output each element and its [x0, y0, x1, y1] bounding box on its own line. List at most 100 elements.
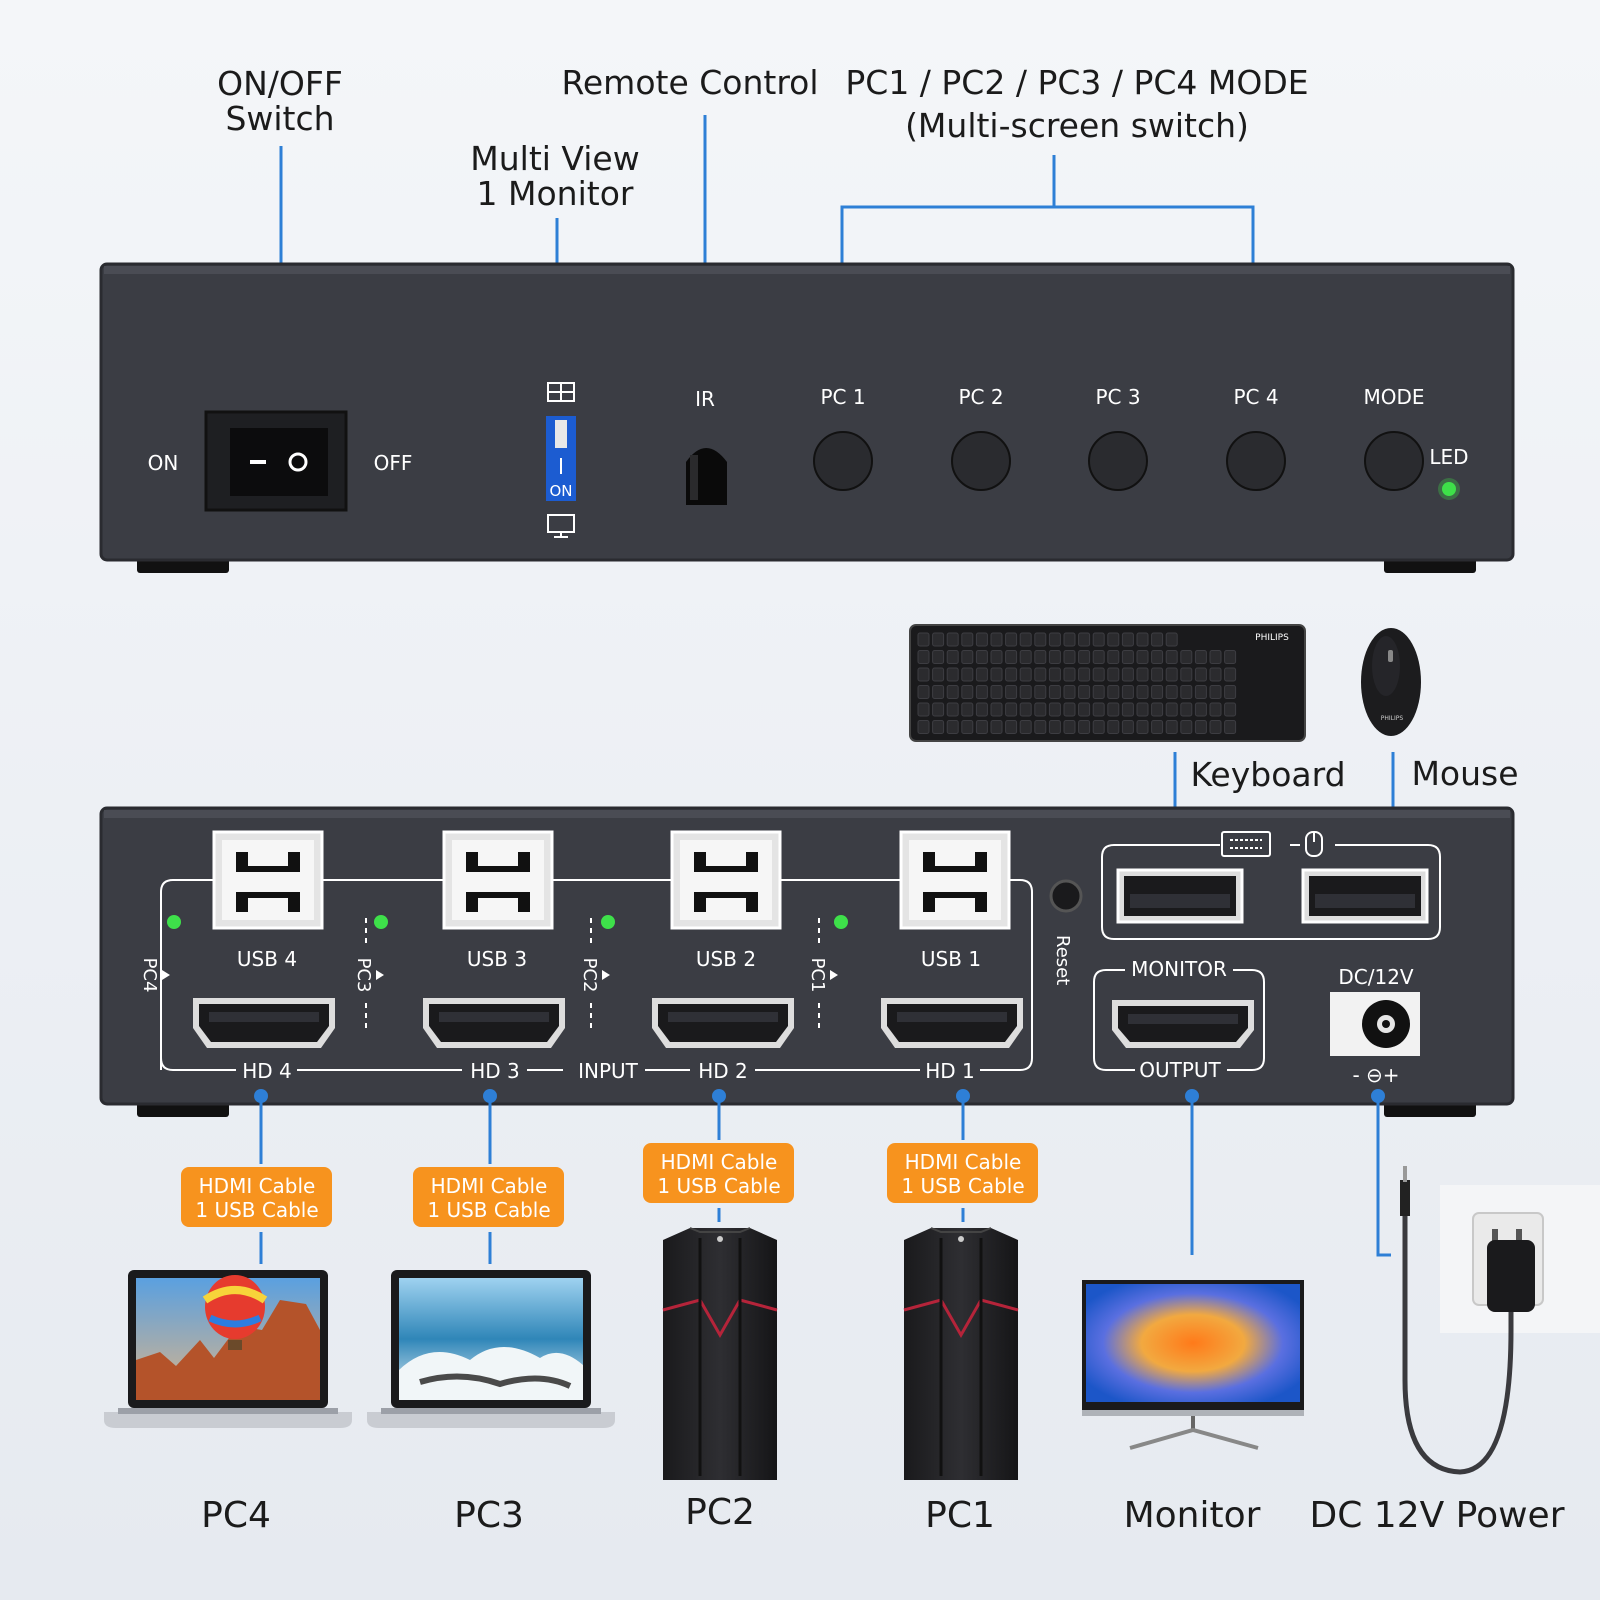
mouse-brand: PHILIPS: [1381, 715, 1404, 722]
monitor-label: MONITOR: [1131, 957, 1227, 981]
led-label: LED: [1429, 445, 1468, 469]
mode-callout-line1: PC1 / PC2 / PC3 / PC4 MODE: [845, 63, 1308, 102]
usb1-label: USB 1: [921, 947, 981, 971]
hd4-label: HD 4: [242, 1059, 292, 1083]
hd2-port[interactable]: [652, 998, 794, 1048]
connection-lines: [259, 1096, 1391, 1264]
switch-off-mark: [288, 452, 308, 472]
keyboard: PHILIPS: [909, 624, 1306, 742]
cable-badge-pc4: HDMI Cable 1 USB Cable: [181, 1167, 332, 1227]
keyboard-brand: PHILIPS: [1255, 633, 1289, 643]
single-monitor-icon: [547, 514, 575, 538]
reset-button[interactable]: [1049, 879, 1083, 913]
input-frame: [160, 879, 1033, 1071]
laptop-pc3: [367, 1270, 615, 1428]
keyboard-keys: [917, 632, 1237, 734]
device-label-pc4: PC4: [201, 1495, 271, 1536]
output-frame: [1093, 969, 1265, 1071]
callouts: ON/OFF Switch Multi View 1 Monitor Remot…: [217, 63, 1308, 213]
usb-a-frame: [1101, 844, 1441, 940]
device-label-monitor: Monitor: [1124, 1495, 1261, 1536]
monitor-screen: [1086, 1284, 1300, 1402]
button-label-pc4: PC 4: [1233, 385, 1278, 409]
pc3-button[interactable]: [1088, 431, 1148, 491]
hd4-port[interactable]: [193, 998, 335, 1048]
front-led: [1442, 482, 1456, 496]
usb-labels: USB 4 USB 3 USB 2 USB 1: [237, 947, 981, 971]
monitor-device: [1082, 1280, 1304, 1450]
usb-b-ports: [212, 830, 1011, 930]
hdmi-output-port[interactable]: [1112, 1000, 1254, 1048]
multiview-callout-line1: Multi View: [470, 139, 639, 178]
device-labels: PC4 PC3 PC2 PC1 Monitor DC 12V Power: [201, 1492, 1565, 1536]
button-label-pc2: PC 2: [958, 385, 1003, 409]
hd2-label: HD 2: [698, 1059, 748, 1083]
cable-badge-pc1-line2: 1 USB Cable: [901, 1174, 1024, 1198]
dc-power-jack[interactable]: [1330, 992, 1420, 1056]
ir-label: IR: [695, 387, 715, 411]
dip-switch[interactable]: ON: [546, 416, 576, 501]
multiview-callout-line2: 1 Monitor: [477, 174, 634, 213]
cable-badge-pc3: HDMI Cable 1 USB Cable: [413, 1167, 564, 1227]
side-label-pc2: PC2: [579, 958, 600, 993]
button-label-pc3: PC 3: [1095, 385, 1140, 409]
on-label: ON: [148, 451, 179, 475]
mouse-callout: Mouse: [1411, 754, 1518, 793]
dip-on-label: ON: [549, 482, 572, 500]
side-label-pc4: PC4: [139, 958, 160, 993]
onoff-callout-line2: Switch: [225, 99, 334, 138]
device-label-pc3: PC3: [454, 1495, 524, 1536]
multiview-icon: [547, 382, 575, 402]
mouse-usb-a-port[interactable]: [1301, 868, 1429, 924]
front-panel: ON OFF ON IR PC 1 PC 2 PC 3: [99, 262, 1515, 573]
usb3-port[interactable]: [442, 830, 554, 930]
device-label-dc-power: DC 12V Power: [1309, 1495, 1564, 1536]
tower-pc1: [903, 1227, 1019, 1480]
reset-label: Reset: [1052, 935, 1073, 985]
usb4-port[interactable]: [212, 830, 324, 930]
device-label-pc2: PC2: [685, 1492, 755, 1533]
mouse-port-icon: [1305, 831, 1323, 857]
port-leds: [167, 915, 848, 929]
usb2-port[interactable]: [670, 830, 782, 930]
keyboard-usb-a-port[interactable]: [1116, 868, 1244, 924]
usb1-port[interactable]: [899, 830, 1011, 930]
pc2-button[interactable]: [951, 431, 1011, 491]
keyboard-port-icon: [1221, 831, 1271, 857]
pc1-button[interactable]: [813, 431, 873, 491]
power-adapter: [1400, 1166, 1600, 1475]
side-label-pc1: PC1: [807, 958, 828, 993]
cable-badge-pc3-line2: 1 USB Cable: [427, 1198, 550, 1222]
mouse-wheel: [1388, 650, 1393, 662]
cable-badge-pc2: HDMI Cable 1 USB Cable: [643, 1143, 794, 1203]
cable-badge-pc1-line1: HDMI Cable: [905, 1150, 1022, 1174]
usb4-label: USB 4: [237, 947, 297, 971]
mode-button[interactable]: [1364, 431, 1424, 491]
cable-badge-pc2-line2: 1 USB Cable: [657, 1174, 780, 1198]
device-label-pc1: PC1: [925, 1495, 995, 1536]
polarity-symbol: - ⊖+: [1352, 1063, 1399, 1087]
hd3-port[interactable]: [423, 998, 565, 1048]
off-label: OFF: [374, 451, 413, 475]
output-label: OUTPUT: [1139, 1058, 1221, 1082]
pc-side-labels: PC4 PC3 PC2 PC1: [139, 958, 828, 993]
front-buttons: [813, 431, 1424, 491]
side-label-pc3: PC3: [353, 958, 374, 993]
hd1-port[interactable]: [881, 998, 1023, 1048]
pc4-button[interactable]: [1226, 431, 1286, 491]
ir-receiver: [686, 448, 727, 505]
hd3-label: HD 3: [470, 1059, 520, 1083]
hdmi-labels: HD 4 HD 3 HD 2 HD 1 INPUT: [242, 1059, 975, 1083]
button-label-pc1: PC 1: [820, 385, 865, 409]
cable-badge-pc1: HDMI Cable 1 USB Cable: [887, 1143, 1038, 1203]
connection-dots: [254, 1089, 1385, 1103]
hdmi-input-ports: [193, 998, 1023, 1048]
dc-label: DC/12V: [1338, 965, 1414, 989]
cable-badges: HDMI Cable 1 USB Cable HDMI Cable 1 USB …: [181, 1143, 1038, 1227]
usb2-label: USB 2: [696, 947, 756, 971]
keyboard-callout: Keyboard: [1190, 755, 1345, 794]
usb3-label: USB 3: [467, 947, 527, 971]
power-switch[interactable]: [204, 410, 348, 512]
mouse: PHILIPS: [1361, 628, 1421, 736]
